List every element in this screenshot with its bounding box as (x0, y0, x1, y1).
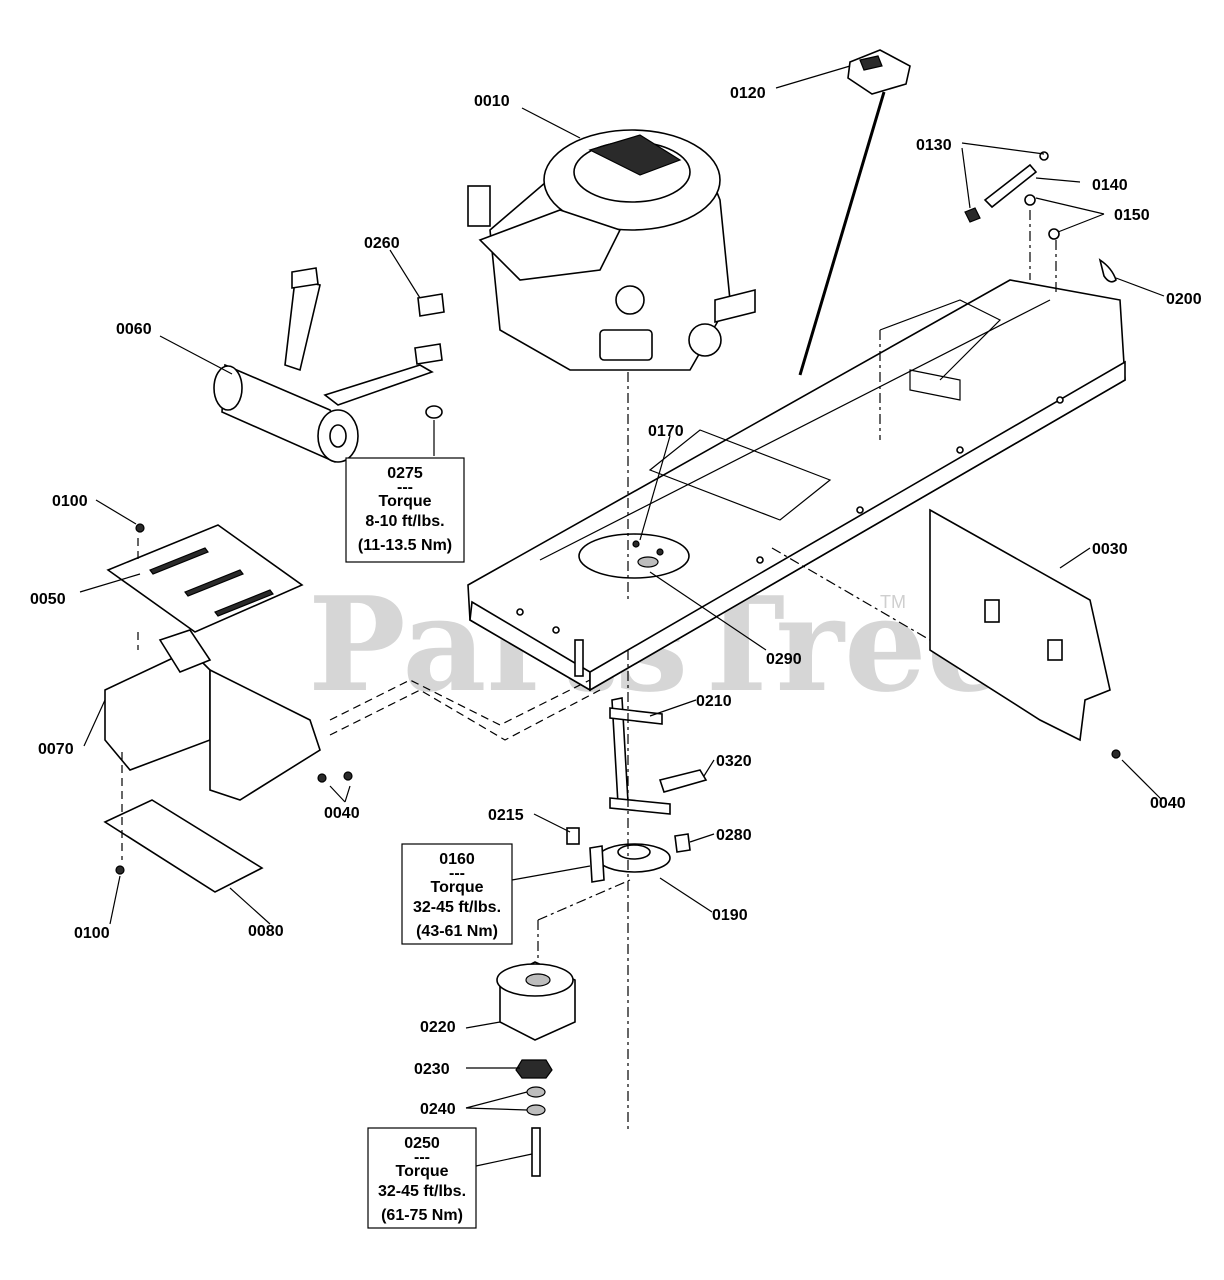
callout-0120: 0120 (730, 85, 766, 102)
callout-0210: 0210 (696, 693, 732, 710)
callout-0070: 0070 (38, 741, 74, 758)
torque-0250-sep: --- (414, 1149, 430, 1166)
plate-0080-drawing (103, 799, 264, 893)
callout-0140: 0140 (1092, 177, 1128, 194)
engine-drawing (467, 129, 756, 371)
callout-0220: 0220 (420, 1019, 456, 1036)
callout-0100-bottom: 0100 (74, 925, 110, 942)
plate-0050-drawing (106, 523, 304, 633)
callout-0170: 0170 (648, 423, 684, 440)
leader-lines (79, 65, 1165, 1167)
torque-0250-title: Torque (395, 1163, 448, 1180)
callout-0290: 0290 (766, 651, 802, 668)
torque-box-0275: 0275 --- Torque 8-10 ft/lbs. (11-13.5 Nm… (345, 457, 465, 563)
clutch-bracket-drawing (566, 697, 708, 883)
nut-0275 (425, 405, 443, 419)
callout-0215: 0215 (488, 807, 524, 824)
frame-drawing (467, 279, 1126, 692)
dipstick-drawing (798, 49, 911, 376)
torque-0250-metric: (61-75 Nm) (381, 1207, 463, 1224)
callout-0040-left: 0040 (324, 805, 360, 822)
callout-0130: 0130 (916, 137, 952, 154)
bracket-0070-drawing (104, 629, 353, 801)
small-parts-right (964, 151, 1117, 283)
watermark-tm: TM (880, 592, 906, 612)
callout-0060: 0060 (116, 321, 152, 338)
clutch-drawing (496, 961, 576, 1177)
callout-0050: 0050 (30, 591, 66, 608)
torque-0275-title: Torque (378, 493, 431, 510)
callout-0200: 0200 (1166, 291, 1202, 308)
torque-0275-part: 0275 (387, 465, 423, 482)
callout-0240: 0240 (420, 1101, 456, 1118)
callout-0010: 0010 (474, 93, 510, 110)
muffler-drawing (213, 267, 443, 463)
torque-0275-spec: 8-10 ft/lbs. (365, 513, 444, 530)
alignment-lines (121, 210, 1057, 1130)
torque-box-0250: 0250 --- Torque 32-45 ft/lbs. (61-75 Nm) (367, 1127, 477, 1229)
callout-0280: 0280 (716, 827, 752, 844)
callout-0320: 0320 (716, 753, 752, 770)
shield-0030-drawing (929, 508, 1111, 742)
torque-0160-sep: --- (449, 865, 465, 882)
callout-0030: 0030 (1092, 541, 1128, 558)
gasket-0260 (417, 293, 445, 317)
callout-0100-top: 0100 (52, 493, 88, 510)
torque-box-0160: 0160 --- Torque 32-45 ft/lbs. (43-61 Nm) (401, 843, 513, 945)
torque-0160-spec: 32-45 ft/lbs. (413, 899, 501, 916)
torque-0160-title: Torque (430, 879, 483, 896)
torque-0160-part: 0160 (439, 851, 475, 868)
torque-0250-spec: 32-45 ft/lbs. (378, 1183, 466, 1200)
torque-0275-sep: --- (397, 479, 413, 496)
torque-0250-part: 0250 (404, 1135, 440, 1152)
callout-0230: 0230 (414, 1061, 450, 1078)
callout-0260: 0260 (364, 235, 400, 252)
callout-0190: 0190 (712, 907, 748, 924)
callout-0150: 0150 (1114, 207, 1150, 224)
callout-labels: 0010 0120 0130 0140 0150 0200 0260 0060 … (30, 85, 1202, 1118)
callout-0040-right: 0040 (1150, 795, 1186, 812)
callout-0080: 0080 (248, 923, 284, 940)
torque-0275-metric: (11-13.5 Nm) (358, 537, 452, 554)
torque-0160-metric: (43-61 Nm) (416, 923, 498, 940)
